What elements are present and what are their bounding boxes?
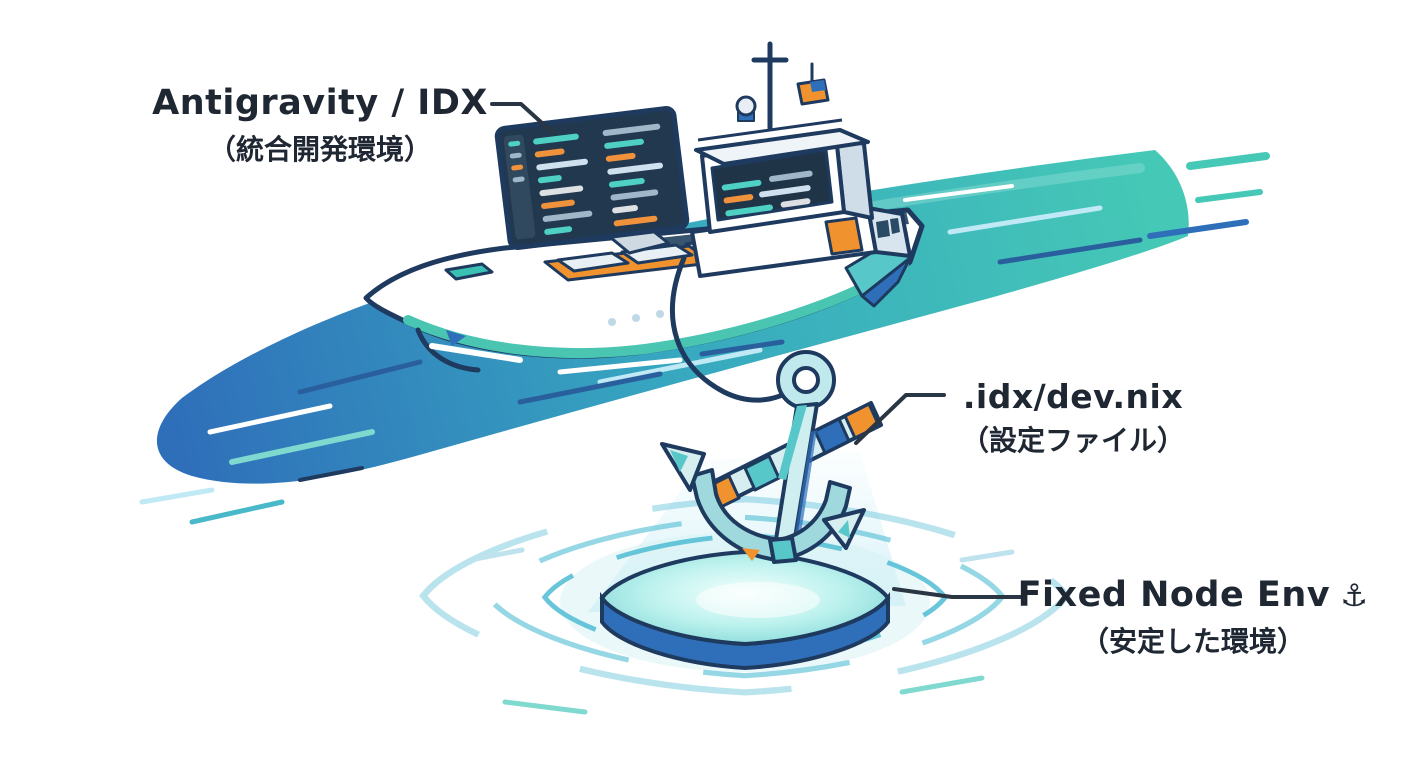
anchor-icon: ⚓	[1340, 577, 1369, 614]
ripple-streaks	[467, 547, 1015, 715]
bridge-code-lines	[721, 170, 813, 217]
code-lines	[533, 123, 663, 235]
anchor-flukes	[660, 442, 866, 550]
stream-streaks	[139, 152, 1270, 525]
label-ide-title: Antigravity / IDX	[152, 83, 488, 123]
mast-lamp	[735, 95, 757, 117]
anchor-shank	[772, 402, 819, 558]
label-env: Fixed Node Env ⚓ （安定した環境）	[1008, 574, 1378, 659]
boat	[363, 41, 925, 375]
label-env-text: Fixed Node Env	[1017, 575, 1331, 615]
label-config-title: .idx/dev.nix	[962, 377, 1184, 416]
leader-line-config	[854, 393, 946, 445]
mast	[735, 41, 830, 131]
anchor-rope	[670, 255, 804, 403]
anchor-arms	[690, 468, 852, 564]
boat-wake	[429, 339, 785, 375]
code-screen	[494, 106, 690, 255]
leader-line-env	[892, 587, 1024, 599]
label-env-subtitle: （安定した環境）	[1080, 624, 1305, 658]
leader-line-ide	[490, 102, 555, 135]
label-ide-subtitle: （統合開発環境）	[207, 132, 432, 166]
platform	[599, 549, 891, 671]
bridge-cabin	[690, 118, 912, 278]
anchor	[660, 350, 883, 564]
label-config: .idx/dev.nix （設定ファイル）	[928, 376, 1218, 458]
label-env-title: Fixed Node Env ⚓	[1008, 574, 1378, 618]
label-ide: Antigravity / IDX （統合開発環境）	[140, 82, 500, 167]
label-config-subtitle: （設定ファイル）	[960, 424, 1185, 458]
